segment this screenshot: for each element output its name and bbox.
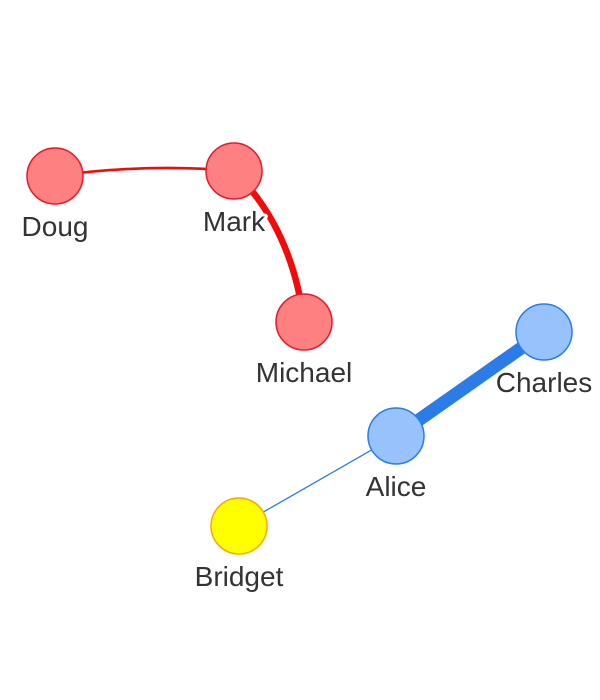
label-charles: Charles <box>496 367 592 398</box>
nodes-layer <box>26 142 573 555</box>
edge-alice-charles[interactable] <box>392 326 548 442</box>
edge-alice-bridget[interactable] <box>238 435 397 527</box>
node-michael[interactable] <box>275 293 333 351</box>
node-mark[interactable] <box>205 142 263 200</box>
label-alice: Alice <box>366 471 427 502</box>
label-bridget: Bridget <box>195 561 284 592</box>
node-alice[interactable] <box>367 407 425 465</box>
node-charles[interactable] <box>515 303 573 361</box>
labels-layer: Doug Mark Michael Charles Alice Bridget <box>19 203 596 595</box>
label-doug: Doug <box>22 211 89 242</box>
node-bridget[interactable] <box>210 497 268 555</box>
node-doug[interactable] <box>26 147 84 205</box>
label-michael: Michael <box>256 357 352 388</box>
label-mark: Mark <box>203 206 266 237</box>
